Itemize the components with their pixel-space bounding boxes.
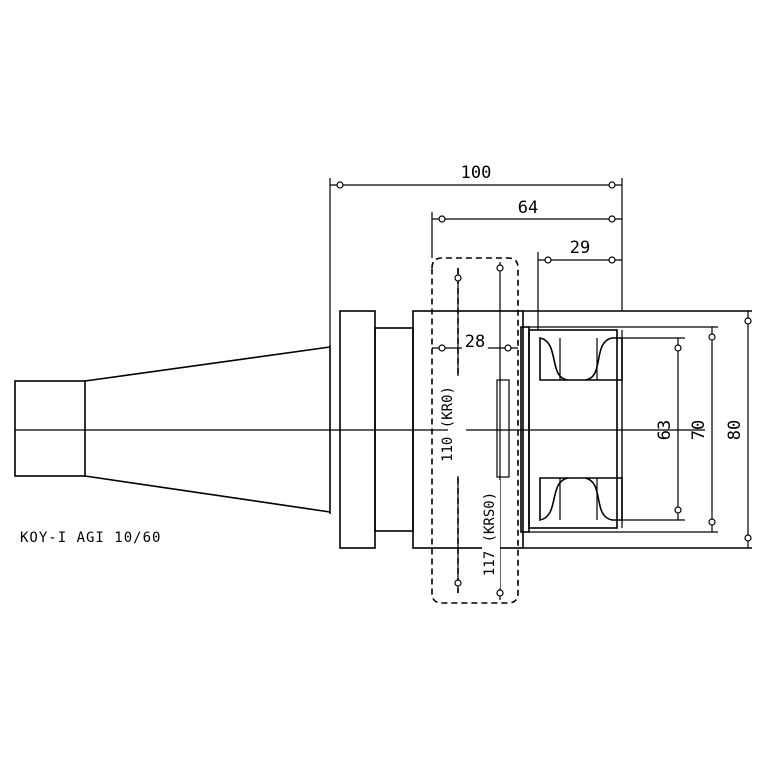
- inner-bore: [528, 329, 618, 529]
- dimension-70: 70: [529, 326, 718, 533]
- arrow-dot: [674, 506, 682, 514]
- arrow-dot: [496, 589, 504, 597]
- nut-outline: [431, 257, 519, 604]
- shank-end: [14, 380, 86, 477]
- dim-label-100: 100: [461, 163, 492, 183]
- dim-label-64: 64: [518, 198, 538, 218]
- arrow-dot: [674, 344, 682, 352]
- taper-top-edge: [84, 346, 331, 382]
- dim-label-29: 29: [570, 238, 590, 258]
- dim-label-63: 63: [655, 420, 675, 440]
- arrow-dot: [504, 344, 512, 352]
- arrow-dot: [744, 534, 752, 542]
- lower-roller-profile: [539, 477, 623, 521]
- dimension-117: 117 (KRS0): [482, 262, 504, 600]
- label-bg: [482, 480, 500, 588]
- dim-label-28: 28: [465, 332, 485, 352]
- dimension-100: 100: [329, 163, 623, 345]
- arrow-dot: [438, 215, 446, 223]
- arrow-dot: [496, 264, 504, 272]
- part-code-label: KOY-I AGI 10/60: [20, 530, 161, 546]
- dim-label-80: 80: [725, 420, 745, 440]
- arrow-dot: [608, 181, 616, 189]
- arrow-dot: [544, 256, 552, 264]
- arrow-dot: [438, 344, 446, 352]
- arrow-dot: [608, 256, 616, 264]
- dim-label-70: 70: [689, 420, 709, 440]
- arrow-dot: [336, 181, 344, 189]
- label-bg: [448, 376, 466, 476]
- arrow-dot: [608, 215, 616, 223]
- label-bg: [462, 333, 488, 349]
- dimension-28: 28: [432, 332, 518, 352]
- tool-holder-outline: [14, 310, 752, 549]
- arrow-dot: [744, 317, 752, 325]
- taper-bottom-edge: [84, 475, 331, 513]
- dimension-110: 110 (KR0): [440, 268, 466, 593]
- dimension-64: 64: [431, 198, 622, 258]
- collet-slot: [496, 379, 510, 478]
- dimension-63: 63: [622, 337, 685, 521]
- arrow-dot: [454, 274, 462, 282]
- arrow-dot: [708, 333, 716, 341]
- dimension-80: 80: [725, 311, 752, 548]
- arrow-dot: [454, 579, 462, 587]
- upper-roller-profile: [539, 337, 623, 381]
- dim-label-117: 117 (KRS0): [482, 492, 498, 576]
- dimension-29: 29: [537, 238, 622, 330]
- arrow-dot: [708, 518, 716, 526]
- dim-label-110: 110 (KR0): [440, 386, 456, 462]
